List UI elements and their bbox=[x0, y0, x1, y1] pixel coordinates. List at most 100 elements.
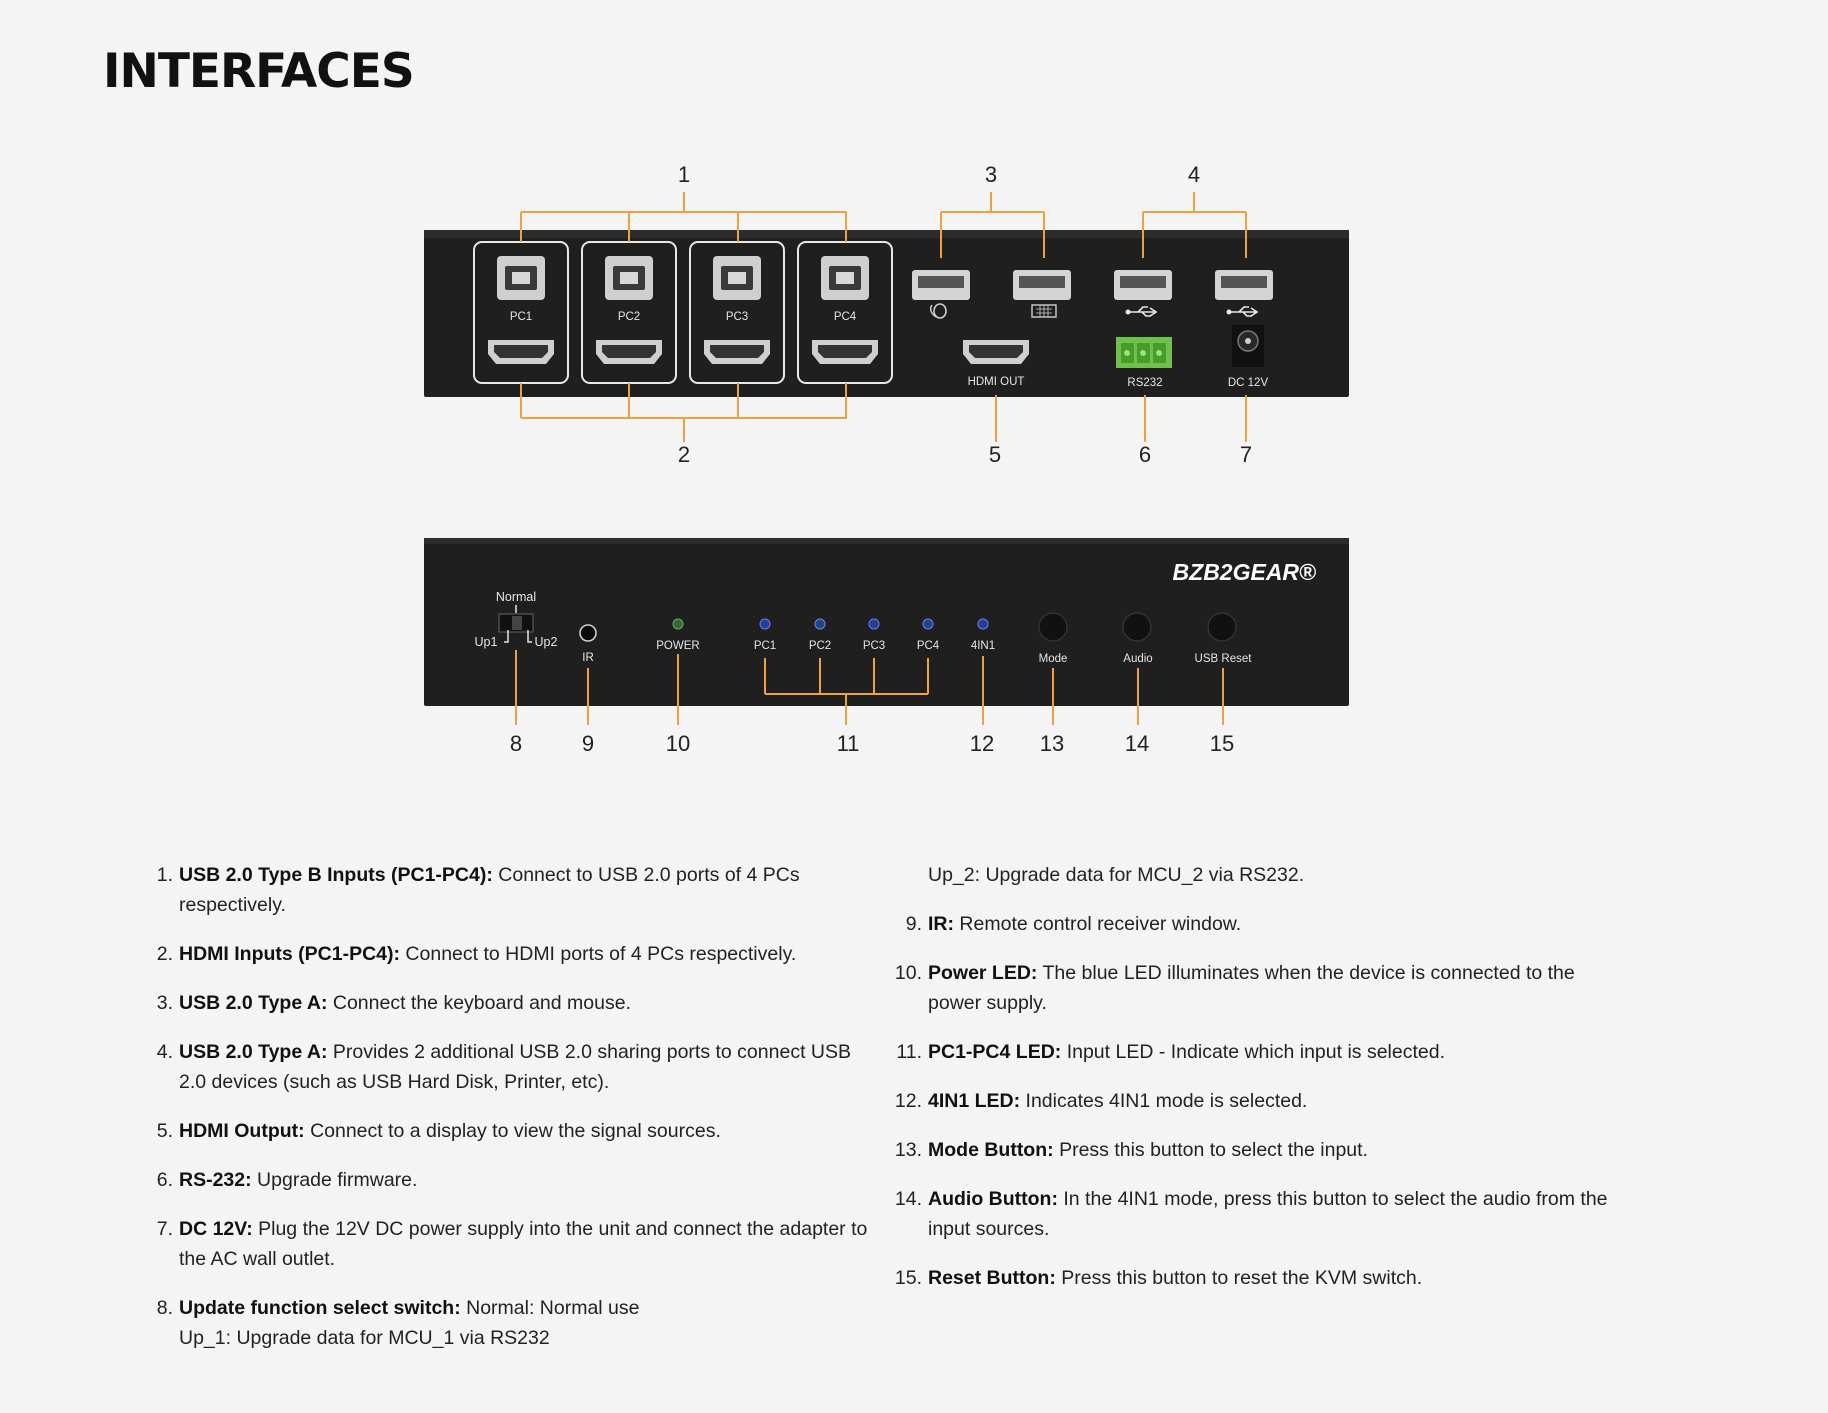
list-item: 11.PC1-PC4 LED: Input LED - Indicate whi… bbox=[890, 1037, 1630, 1067]
item-number: 3. bbox=[156, 992, 173, 1014]
item-text: Normal: Normal use bbox=[466, 1297, 640, 1319]
item-text-line3: Up_2: Upgrade data for MCU_2 via RS232. bbox=[928, 864, 1305, 886]
item-text-line2: Up_1: Upgrade data for MCU_1 via RS232 bbox=[179, 1327, 550, 1349]
pc2-port-label: PC2 bbox=[618, 311, 640, 323]
item-text: Indicates 4IN1 mode is selected. bbox=[1025, 1090, 1308, 1112]
hdmi-port-icon bbox=[812, 340, 878, 364]
rs232-terminal: RS232 bbox=[1116, 337, 1172, 389]
front-leader-lines bbox=[515, 650, 1224, 725]
item-number: 8. bbox=[156, 1297, 173, 1319]
pc2-led: PC2 bbox=[809, 618, 831, 652]
interface-descriptions-left: 1. USB 2.0 Type B Inputs (PC1-PC4): Conne… bbox=[141, 860, 881, 1372]
rear-panel: PC1 PC2 bbox=[424, 230, 1349, 397]
power-label: POWER bbox=[656, 640, 699, 652]
hdmi-port-icon bbox=[704, 340, 770, 364]
item-number: 10. bbox=[894, 962, 922, 984]
item-text: The blue LED illuminates when the device… bbox=[928, 962, 1575, 1014]
usb-reset-label: USB Reset bbox=[1195, 653, 1253, 665]
list-item: 15.Reset Button: Press this button to re… bbox=[890, 1263, 1630, 1293]
dc-label: DC 12V bbox=[1228, 377, 1269, 389]
item-number: 1. bbox=[156, 864, 173, 886]
item-number: 5. bbox=[156, 1120, 173, 1142]
pc2-led-label: PC2 bbox=[809, 640, 831, 652]
pc1-led: PC1 bbox=[754, 618, 776, 652]
audio-button: Audio bbox=[1122, 612, 1153, 665]
list-item: 5. HDMI Output: Connect to a display to v… bbox=[141, 1116, 881, 1146]
rear-leader-lines bbox=[520, 192, 1247, 442]
dc-power-jack: DC 12V bbox=[1228, 325, 1269, 389]
callout-3: 3 bbox=[985, 162, 997, 187]
item-term: IR: bbox=[928, 913, 954, 935]
usb-b-port-icon bbox=[821, 256, 869, 300]
list-item: 8.Update function select switch: Normal:… bbox=[141, 1293, 881, 1353]
keyboard-icon bbox=[1031, 304, 1057, 318]
switch-up1-label: Up1 bbox=[475, 635, 498, 649]
pc3-led: PC3 bbox=[863, 618, 885, 652]
mouse-icon bbox=[929, 303, 947, 319]
item-term: HDMI Output: bbox=[179, 1120, 305, 1142]
hdmi-port-icon bbox=[596, 340, 662, 364]
usb-b-port-icon bbox=[713, 256, 761, 300]
pc3-port-group: PC3 bbox=[689, 241, 785, 384]
page-title: INTERFACES bbox=[103, 44, 415, 99]
usb-symbol-icon bbox=[1226, 306, 1259, 317]
item-number: 14. bbox=[894, 1188, 922, 1210]
usb-a-mouse-port bbox=[912, 270, 970, 319]
item-term: USB 2.0 Type B Inputs (PC1-PC4): bbox=[179, 864, 493, 886]
pc1-port-group: PC1 bbox=[473, 241, 569, 384]
usb-a-share-port-1 bbox=[1114, 270, 1172, 317]
item-number: 6. bbox=[156, 1169, 173, 1191]
pc2-port-group: PC2 bbox=[581, 241, 677, 384]
item-term: Audio Button: bbox=[928, 1188, 1058, 1210]
item-text: Connect the keyboard and mouse. bbox=[332, 992, 631, 1014]
usb-b-port-icon bbox=[605, 256, 653, 300]
callout-7: 7 bbox=[1240, 442, 1252, 467]
front-panel: BZB2GEAR® Normal Up1 Up2 IR POWER PC1 bbox=[424, 538, 1349, 706]
item-term: HDMI Inputs (PC1-PC4): bbox=[179, 943, 400, 965]
callout-15: 15 bbox=[1210, 731, 1234, 756]
item-term: DC 12V: bbox=[179, 1218, 253, 1240]
callout-4: 4 bbox=[1188, 162, 1200, 187]
item-term: 4IN1 LED: bbox=[928, 1090, 1021, 1112]
audio-label: Audio bbox=[1123, 653, 1152, 665]
callout-14: 14 bbox=[1125, 731, 1149, 756]
usb-a-share-port-2 bbox=[1215, 270, 1273, 317]
item-text: Input LED - Indicate which input is sele… bbox=[1066, 1041, 1445, 1063]
ir-window: IR bbox=[579, 624, 597, 664]
list-item: 6.RS-232: Upgrade firmware. bbox=[141, 1165, 881, 1195]
list-item-continuation: Up_2: Upgrade data for MCU_2 via RS232. bbox=[890, 860, 1630, 890]
item-number: 9. bbox=[905, 913, 922, 935]
list-item: 4.USB 2.0 Type A: Provides 2 additional … bbox=[141, 1037, 881, 1097]
item-number: 7. bbox=[156, 1218, 173, 1240]
ir-label: IR bbox=[582, 652, 594, 664]
list-item: 1. USB 2.0 Type B Inputs (PC1-PC4): Conne… bbox=[141, 860, 881, 920]
hdmi-port-icon bbox=[488, 340, 554, 364]
item-text: Press this button to reset the KVM switc… bbox=[1061, 1267, 1423, 1289]
fourin1-led-label: 4IN1 bbox=[971, 640, 995, 652]
item-term: USB 2.0 Type A: bbox=[179, 1041, 328, 1063]
pc3-port-label: PC3 bbox=[726, 311, 748, 323]
list-item: 12.4IN1 LED: Indicates 4IN1 mode is sele… bbox=[890, 1086, 1630, 1116]
item-text: Plug the 12V DC power supply into the un… bbox=[179, 1218, 868, 1270]
item-number: 11. bbox=[896, 1041, 922, 1063]
item-text: Connect to a display to view the signal … bbox=[310, 1120, 721, 1142]
callout-1: 1 bbox=[678, 162, 690, 187]
interfaces-diagram: PC1 PC2 bbox=[424, 162, 1349, 756]
list-item: 10. Power LED: The blue LED illuminates w… bbox=[890, 958, 1630, 1018]
item-text: In the 4IN1 mode, press this button to s… bbox=[928, 1188, 1608, 1240]
hdmi-out-label: HDMI OUT bbox=[968, 376, 1025, 388]
pc4-led-label: PC4 bbox=[917, 640, 940, 652]
list-item: 14. Audio Button: In the 4IN1 mode, press… bbox=[890, 1184, 1630, 1244]
item-text: Connect to USB 2.0 ports of 4 PCs respec… bbox=[179, 864, 800, 916]
item-text: Connect to HDMI ports of 4 PCs respectiv… bbox=[405, 943, 797, 965]
callout-10: 10 bbox=[666, 731, 690, 756]
mode-button: Mode bbox=[1038, 612, 1068, 665]
item-number: 2. bbox=[156, 943, 173, 965]
usb-reset-button: USB Reset bbox=[1195, 612, 1253, 665]
item-number: 4. bbox=[156, 1041, 173, 1063]
pc4-port-label: PC4 bbox=[834, 311, 857, 323]
item-term: Power LED: bbox=[928, 962, 1038, 984]
front-callout-numbers: 8 9 10 11 12 13 14 15 bbox=[510, 731, 1234, 756]
pc4-led: PC4 bbox=[917, 618, 940, 652]
list-item: 9.IR: Remote control receiver window. bbox=[890, 909, 1630, 939]
